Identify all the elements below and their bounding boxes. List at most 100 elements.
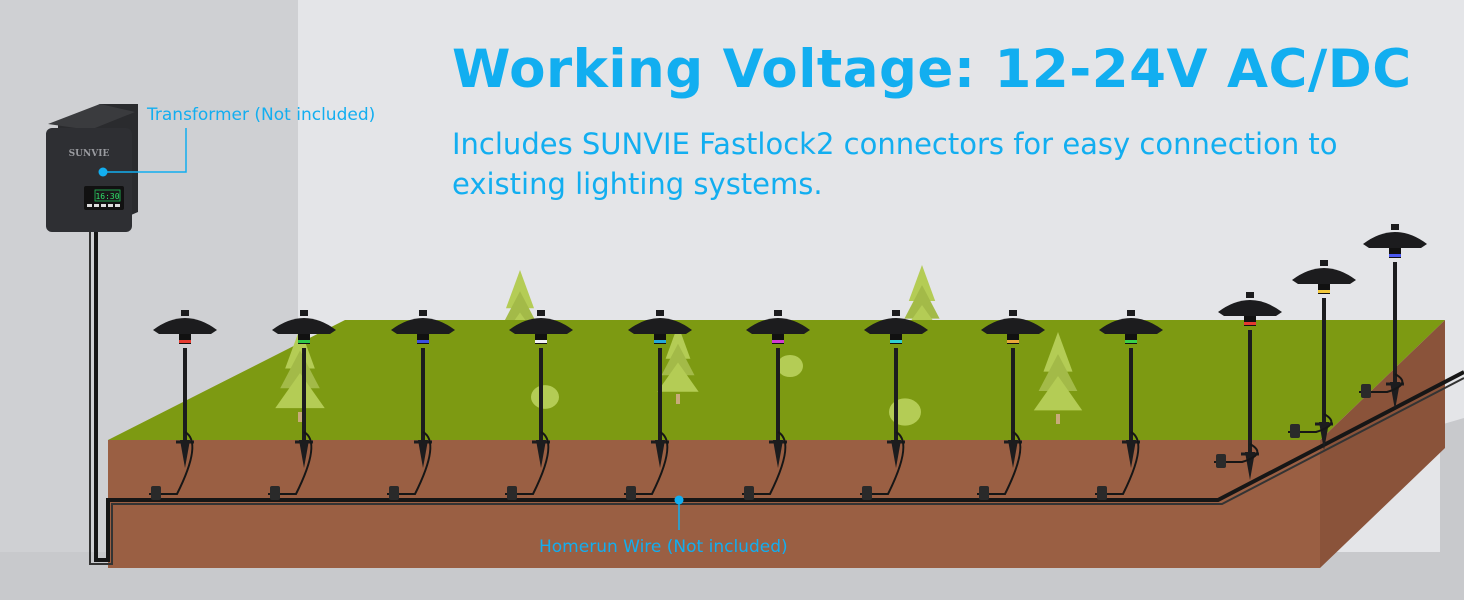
transformer-leader-dot [98, 167, 108, 177]
transformer-leader-line [103, 128, 187, 173]
light-cable [149, 431, 194, 495]
light-ring [535, 340, 547, 343]
light-cable [268, 431, 313, 495]
light-cable [1288, 413, 1333, 433]
light-cap [1320, 260, 1328, 266]
light-ring [772, 340, 784, 343]
light-shade [272, 318, 336, 334]
fastlock-connector [1290, 424, 1300, 438]
fastlock-connector [1097, 486, 1107, 500]
transformer-button [108, 204, 113, 207]
light-cap [537, 310, 545, 316]
light-cap [181, 310, 189, 316]
light-housing [654, 334, 666, 344]
light-cable [860, 431, 905, 495]
light-stake [1319, 422, 1329, 450]
light-housing [1244, 316, 1256, 326]
homerun-wire [94, 230, 1464, 562]
tree-canopy [1033, 376, 1083, 411]
tree-canopy [275, 373, 325, 409]
path-light [860, 310, 928, 500]
tree-canopy [280, 350, 320, 389]
light-cap [774, 310, 782, 316]
light-ring [1007, 340, 1019, 343]
path-light [387, 310, 455, 500]
light-shade [391, 318, 455, 334]
bush [531, 385, 559, 409]
path-light [1359, 224, 1427, 410]
light-ring [1318, 290, 1330, 293]
fastlock-connector [151, 486, 161, 500]
light-housing [1318, 284, 1330, 294]
headline: Working Voltage: 12-24V AC/DC [452, 39, 1412, 100]
light-housing [1125, 334, 1137, 344]
tree-canopy [908, 265, 936, 301]
tree-trunk [1056, 414, 1060, 424]
light-shade [864, 318, 928, 334]
transformer-screen [94, 189, 121, 202]
light-cable [505, 431, 550, 495]
light-cap [1246, 292, 1254, 298]
light-stake [536, 440, 546, 468]
light-cap [1009, 310, 1017, 316]
light-ring [654, 340, 666, 343]
transformer-button [94, 204, 99, 207]
transformer-display: 16:30 [95, 192, 119, 201]
light-stake [180, 440, 190, 468]
light-cap [1127, 310, 1135, 316]
tree-canopy [505, 270, 535, 309]
path-light [624, 310, 692, 500]
light-housing [1389, 248, 1401, 258]
fastlock-connector [1361, 384, 1371, 398]
light-shade [153, 318, 217, 334]
transformer-brand: SUNVIE [69, 149, 110, 159]
light-housing [417, 334, 429, 344]
foreground-trees [275, 325, 1083, 426]
light-cable [1095, 431, 1140, 495]
light-stake [773, 440, 783, 468]
path-light [149, 310, 217, 500]
path-light [1095, 310, 1163, 500]
tree-canopy [285, 328, 315, 369]
light-shade [1099, 318, 1163, 334]
light-ring [1125, 340, 1137, 343]
light-housing [535, 334, 547, 344]
fastlock-connector [862, 486, 872, 500]
homerun-wire-label: Homerun Wire (Not included) [539, 537, 788, 557]
tree-canopy [657, 362, 699, 392]
homerun-leader-dot [674, 495, 684, 505]
light-ring [179, 340, 191, 343]
transformer: SUNVIE 16:30 [46, 104, 138, 232]
transformer-body [46, 128, 132, 232]
light-housing [772, 334, 784, 344]
tree-canopy [1043, 332, 1073, 372]
path-light [268, 310, 336, 500]
soil-side [1320, 320, 1445, 568]
light-stake [891, 440, 901, 468]
path-lights [149, 224, 1427, 500]
light-ring [890, 340, 902, 343]
tree-canopy [1038, 354, 1078, 391]
fastlock-connector [270, 486, 280, 500]
light-cap [656, 310, 664, 316]
light-cap [892, 310, 900, 316]
light-cap [300, 310, 308, 316]
fastlock-connector [626, 486, 636, 500]
light-ring [417, 340, 429, 343]
path-light [505, 310, 573, 500]
light-stake [418, 440, 428, 468]
light-shade [1363, 232, 1427, 248]
homerun-wire-inner [89, 230, 1464, 565]
transformer-button [115, 204, 120, 207]
light-cap [419, 310, 427, 316]
light-stake [1126, 440, 1136, 468]
transformer-button [87, 204, 92, 207]
path-light [742, 310, 810, 500]
light-cable [1214, 443, 1259, 463]
path-light [1288, 260, 1356, 450]
light-stake [1245, 452, 1255, 480]
light-shade [746, 318, 810, 334]
fastlock-connector [1216, 454, 1226, 468]
light-shade [628, 318, 692, 334]
